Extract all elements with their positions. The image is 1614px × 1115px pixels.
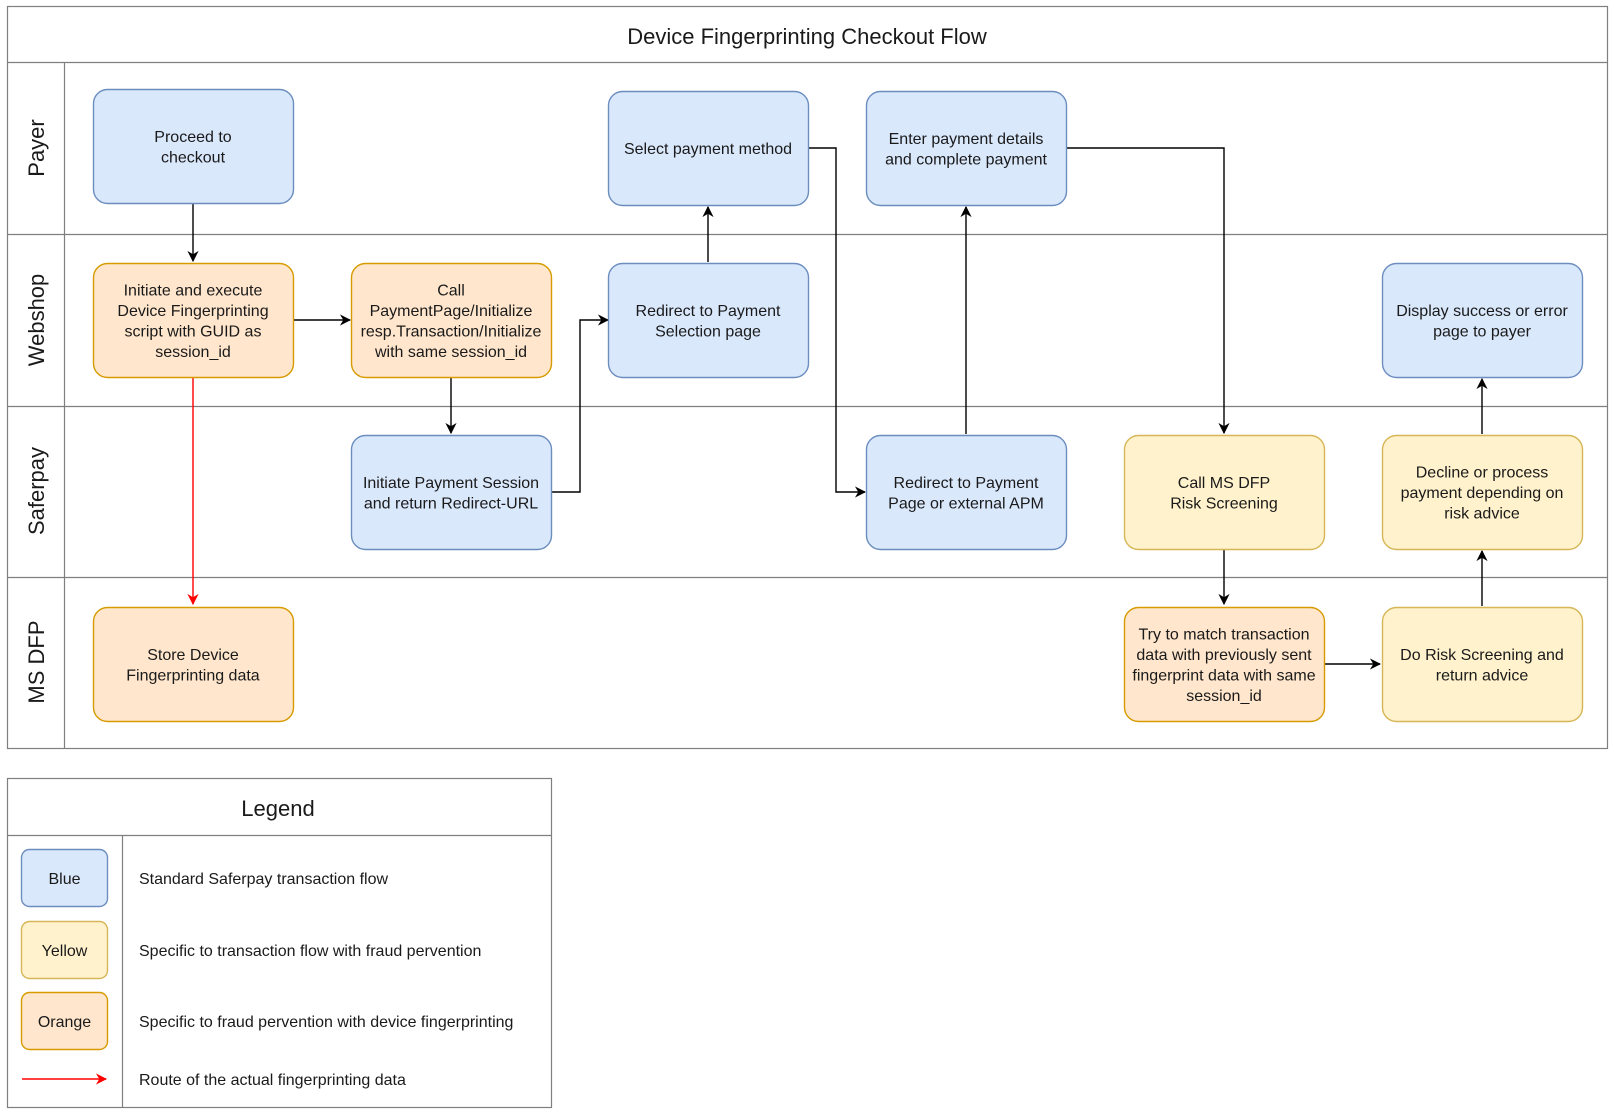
legend-description: Specific to transaction flow with fraud …	[139, 943, 481, 960]
node-text-line: Page or external APM	[888, 495, 1044, 512]
node-text-line: Device Fingerprinting	[117, 303, 268, 320]
legend-swatch	[20, 848, 109, 908]
legend-item-yellow: Yellow Specific to transaction flow with …	[20, 920, 481, 980]
node-match-tx: Try to match transaction data with previo…	[1123, 606, 1326, 723]
legend-title: Legend	[241, 796, 314, 821]
node-proceed: Proceed to checkout	[92, 88, 295, 205]
legend-swatch-label: Yellow	[42, 943, 88, 960]
lane-label-webshop: Webshop	[24, 274, 49, 367]
legend-item-blue: Blue Standard Saferpay transaction flow	[20, 848, 388, 908]
lane-label-ms-dfp: MS DFP	[24, 620, 49, 703]
node-decline-process: Decline or process payment depending on ri…	[1381, 434, 1584, 551]
edge-enter-details-to-call-msdfp	[1067, 147, 1230, 435]
node-text-line: checkout	[161, 149, 226, 166]
legend-swatch-label: Blue	[48, 871, 80, 888]
node-text-line: Decline or process	[1416, 465, 1549, 482]
flow-nodes: Proceed to checkout Select payment method E…	[92, 88, 1584, 723]
node-text-line: Enter payment details	[889, 131, 1044, 148]
node-text-line: risk advice	[1444, 506, 1520, 523]
legend-item-orange: Orange Specific to fraud pervention with …	[20, 991, 513, 1051]
diagram-title: Device Fingerprinting Checkout Flow	[627, 24, 987, 49]
node-text-line: Risk Screening	[1170, 495, 1278, 512]
node-text-line: Initiate Payment Session	[363, 475, 539, 492]
edge-init-session-to-redirect-selection	[551, 314, 610, 493]
node-text-line: session_id	[1186, 688, 1262, 705]
node-init-session: Initiate Payment Session and return Redir…	[350, 434, 553, 551]
node-text-line: resp.Transaction/Initialize	[361, 323, 542, 340]
node-text-line: Fingerprinting data	[126, 667, 260, 684]
legend-description: Standard Saferpay transaction flow	[139, 871, 388, 888]
lane-label-saferpay: Saferpay	[24, 447, 49, 535]
node-text-line: script with GUID as	[125, 323, 262, 340]
node-text-line: and return Redirect-URL	[364, 495, 538, 512]
node-text-line: Redirect to Payment	[636, 303, 782, 320]
legend-swatch-label: Orange	[38, 1014, 91, 1031]
edge-select-method-to-redirect-apm	[809, 147, 867, 498]
node-text-line: fingerprint data with same	[1132, 667, 1315, 684]
node-text-line: PaymentPage/Initialize	[370, 303, 533, 320]
lane-label-payer: Payer	[24, 119, 49, 176]
node-text-line: Try to match transaction	[1138, 626, 1309, 643]
node-text-line: payment depending on	[1401, 485, 1564, 502]
node-display-result: Display success or error page to payer	[1381, 262, 1584, 379]
legend-description: Route of the actual fingerprinting data	[139, 1072, 406, 1089]
node-text-line: Initiate and execute	[124, 282, 263, 299]
node-text-line: Call	[437, 282, 465, 299]
legend-swatch	[20, 920, 109, 980]
legend-item-red-arrow: Route of the actual fingerprinting data	[22, 1072, 406, 1089]
node-text-line: page to payer	[1433, 323, 1532, 340]
node-call-msdfp: Call MS DFP Risk Screening	[1123, 434, 1326, 551]
node-text-line: Redirect to Payment	[894, 475, 1040, 492]
node-text-line: return advice	[1436, 667, 1529, 684]
node-redirect-apm: Redirect to PaymentPage or external APM	[865, 434, 1068, 551]
node-text-line: Display success or error	[1396, 303, 1568, 320]
legend-swatch	[20, 991, 109, 1051]
node-text-line: and complete payment	[885, 151, 1047, 168]
node-text-line: Do Risk Screening and	[1400, 647, 1564, 664]
node-enter-details: Enter payment details and complete paymen…	[865, 90, 1068, 207]
legend-items: Blue Standard Saferpay transaction flowYe…	[20, 848, 513, 1089]
connectors	[187, 147, 1488, 670]
node-text-line: Select payment method	[624, 141, 792, 158]
node-text-line: data with previously sent	[1136, 647, 1312, 664]
node-text-line: Selection page	[655, 323, 761, 340]
legend-description: Specific to fraud pervention with device…	[139, 1014, 513, 1031]
node-risk-screening: Do Risk Screening and return advice	[1381, 606, 1584, 723]
node-text-line: with same session_id	[374, 344, 527, 361]
node-text-line: Proceed to	[154, 129, 231, 146]
node-select-method: Select payment method	[607, 90, 810, 207]
node-text-line: session_id	[155, 344, 231, 361]
node-text-line: Store Device	[147, 647, 239, 664]
legend: Legend Blue Standard Saferpay transaction…	[6, 777, 553, 1109]
node-text-line: Call MS DFP	[1178, 475, 1270, 492]
